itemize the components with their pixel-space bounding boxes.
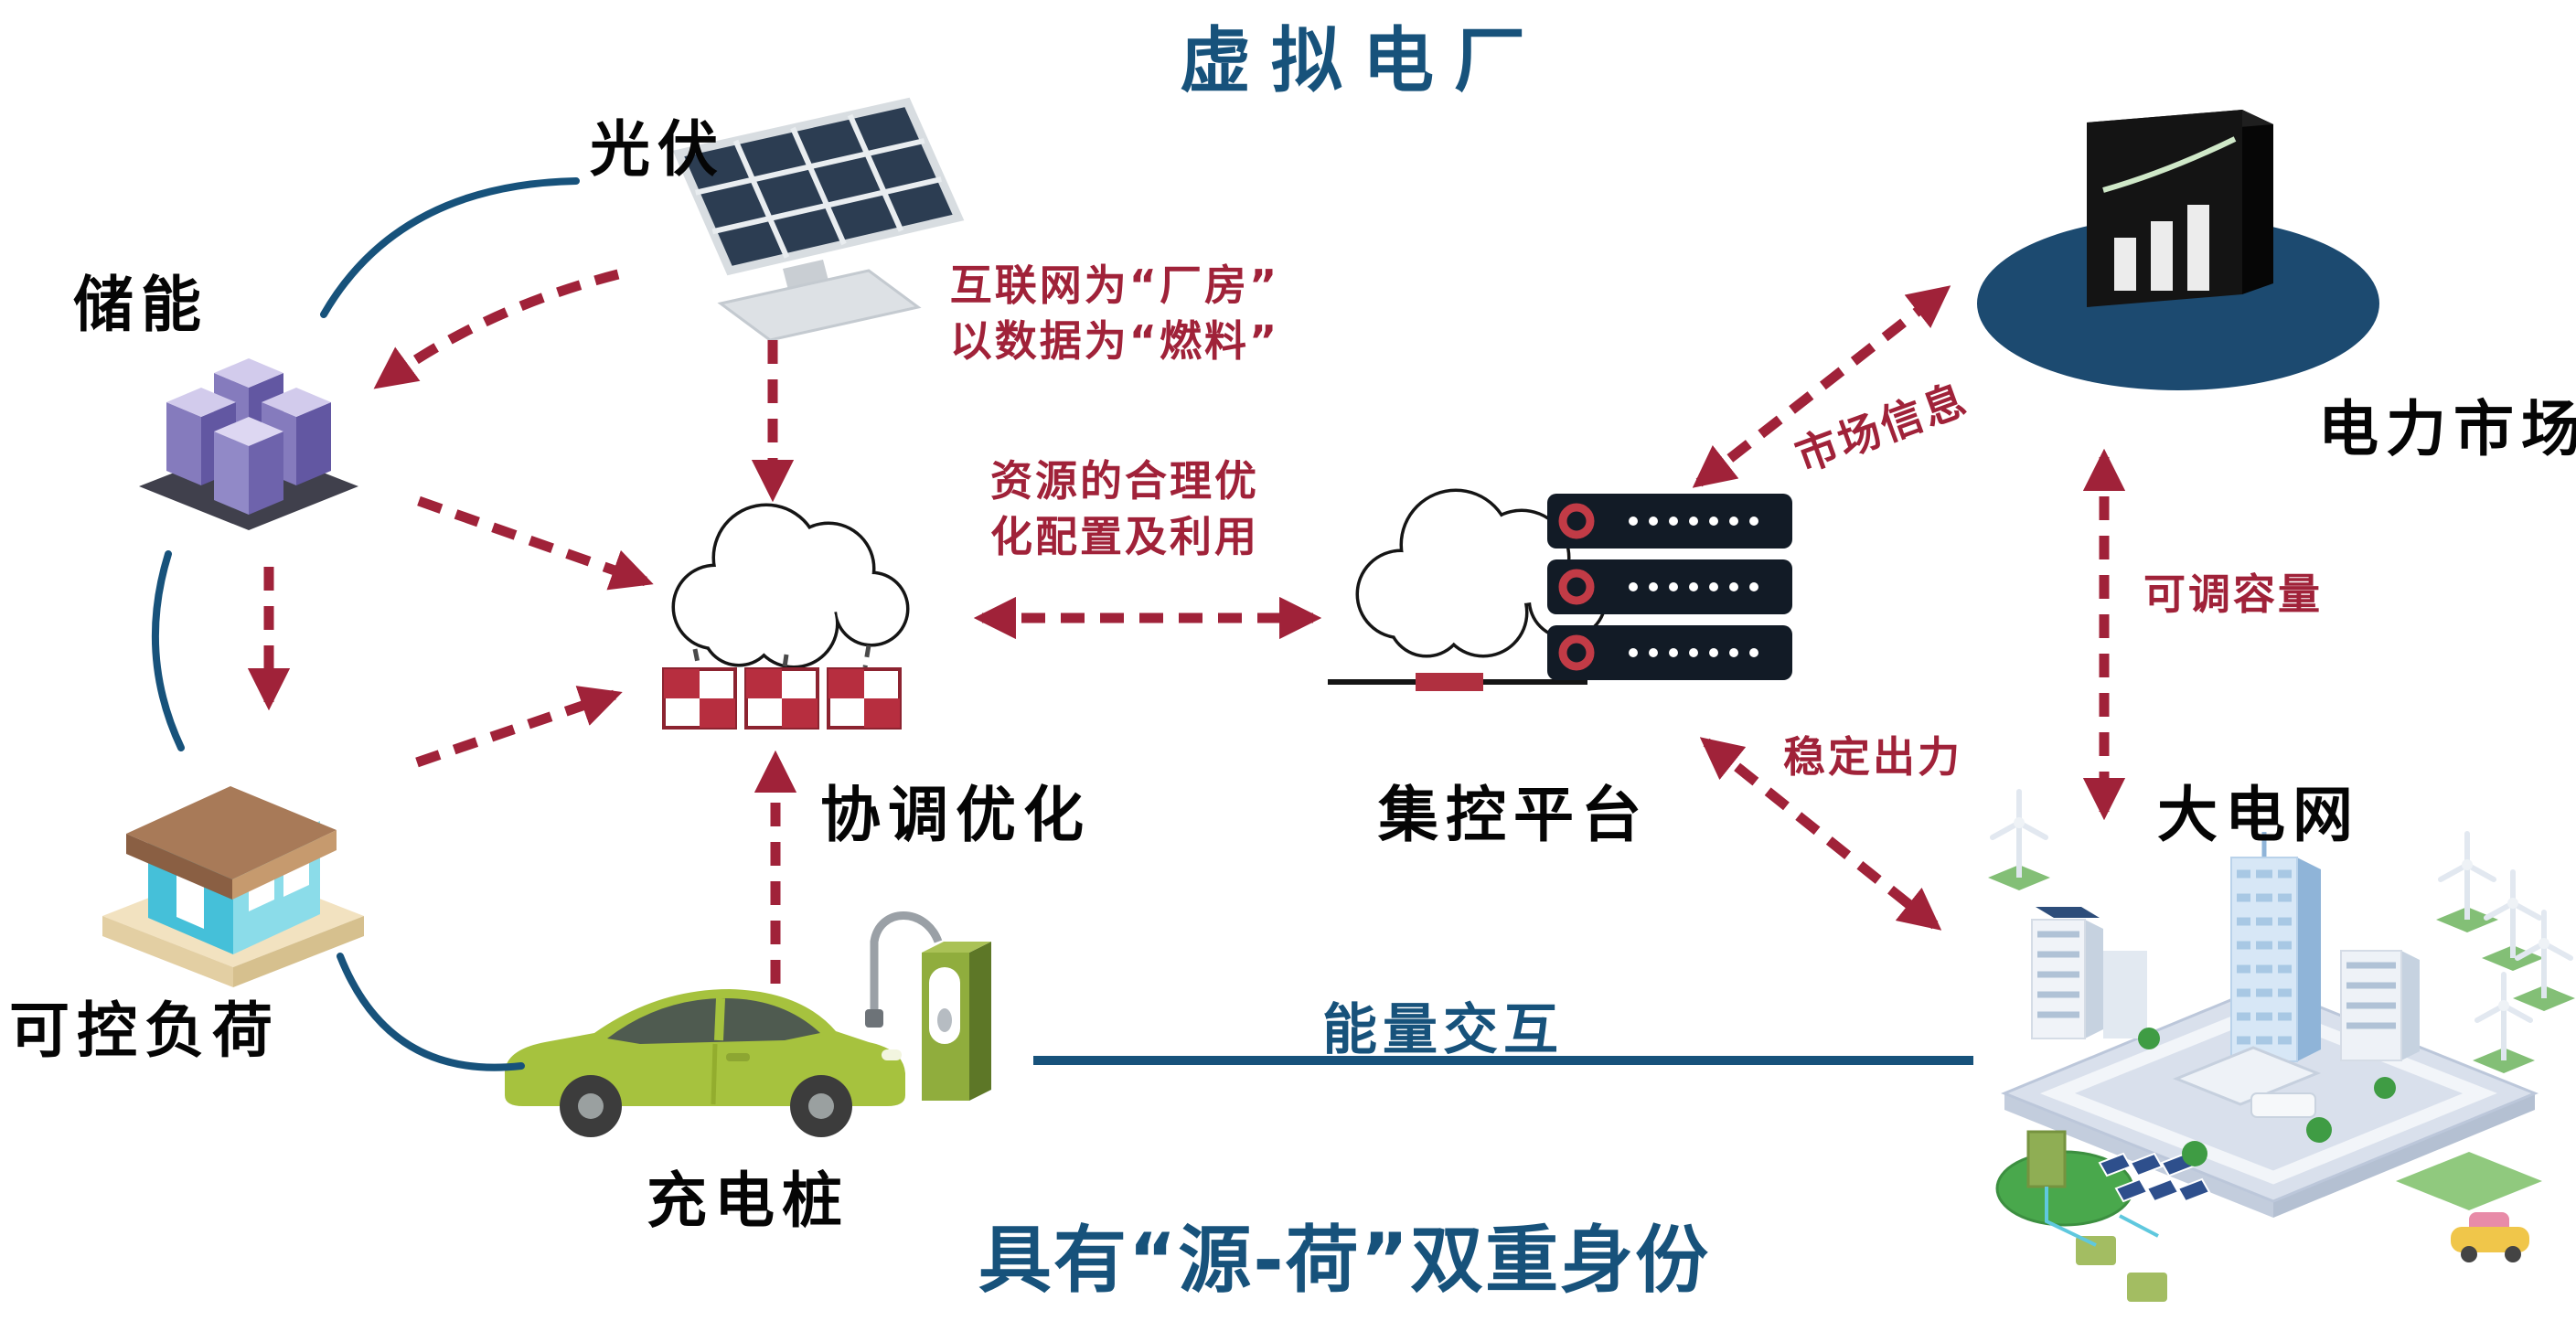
- battery-box-icon: [2076, 1236, 2116, 1265]
- electricity-market-icon: [1977, 110, 2379, 390]
- trend-line-icon: [2102, 136, 2237, 193]
- power-wire-icon: [2045, 1187, 2159, 1247]
- battery-cabinet-icon: [2026, 1130, 2067, 1188]
- coordination-cloud-icon: [662, 506, 906, 730]
- label-grid: 大电网: [2157, 780, 2360, 850]
- arrow-platform-market: [1692, 285, 1951, 488]
- tree-icon: [2182, 1141, 2207, 1166]
- storage-to-solar-curve: [320, 177, 580, 318]
- arrow-solar-to-storage: [373, 269, 620, 389]
- note-internet-line1: 互联网为“厂房”: [949, 261, 1280, 310]
- tree-icon: [2138, 1028, 2160, 1049]
- rooftop-solar-icon: [2036, 907, 2100, 918]
- tower-building-icon: [2230, 832, 2321, 1062]
- arrow-storage-to-cloud: [417, 495, 654, 591]
- energy-storage-icon: [139, 358, 358, 530]
- charging-station-icon: [922, 942, 991, 1101]
- ev-car-icon: [505, 911, 943, 1137]
- battery-box-icon: [2127, 1273, 2167, 1302]
- label-solar: 光伏: [590, 114, 725, 185]
- office-building-icon: [2340, 950, 2420, 1061]
- control-platform-icon: [1328, 492, 1792, 691]
- small-car-icon: [2451, 1212, 2529, 1262]
- note-energy-exchange: 能量交互: [1322, 998, 1564, 1062]
- note-resource-line1: 资源的合理优: [990, 456, 1259, 506]
- arrow-load-to-cloud: [415, 686, 623, 768]
- green-patch-icon: [2396, 1152, 2542, 1210]
- house-icon: [102, 786, 364, 987]
- note-resource: 资源的合理优 化配置及利用: [990, 453, 1259, 564]
- diagram-subtitle: 具有“源-荷”双重身份: [978, 1218, 1711, 1303]
- note-capacity: 可调容量: [2143, 570, 2323, 619]
- note-resource-line2: 化配置及利用: [990, 511, 1259, 561]
- low-building-icon: [2172, 1046, 2322, 1106]
- city-grid-icon: [1988, 789, 2575, 1302]
- note-output: 稳定出力: [1783, 732, 1962, 782]
- storage-to-load-curve: [151, 550, 185, 751]
- container-icon: [744, 667, 819, 730]
- label-storage: 储能: [73, 270, 208, 340]
- solar-panel-icon: [672, 97, 965, 342]
- bus-icon: [2250, 1092, 2316, 1118]
- solar-farm-icon: [2098, 1152, 2211, 1203]
- arrow-platform-city: [1699, 737, 1942, 931]
- tree-icon: [2306, 1117, 2332, 1143]
- note-internet-line2: 以数据为“燃料”: [949, 315, 1280, 366]
- label-load: 可控负荷: [9, 996, 280, 1066]
- charging-cable: [870, 911, 943, 1011]
- diagram-title: 虚拟电厂: [1179, 20, 1546, 102]
- office-building-icon: [2031, 907, 2147, 1039]
- load-to-car-curve: [337, 953, 525, 1071]
- wind-turbines-icon: [1988, 789, 2575, 1073]
- note-internet: 互联网为“厂房” 以数据为“燃料”: [950, 258, 1279, 368]
- container-icon: [827, 667, 902, 730]
- label-charger: 充电桩: [647, 1166, 850, 1236]
- container-icon: [662, 667, 737, 730]
- server-rack-icon: [1547, 494, 1792, 680]
- label-coordination: 协调优化: [820, 780, 1091, 850]
- label-market: 电力市场: [2318, 394, 2576, 464]
- label-platform: 集控平台: [1378, 780, 1649, 850]
- tree-icon: [2374, 1077, 2396, 1099]
